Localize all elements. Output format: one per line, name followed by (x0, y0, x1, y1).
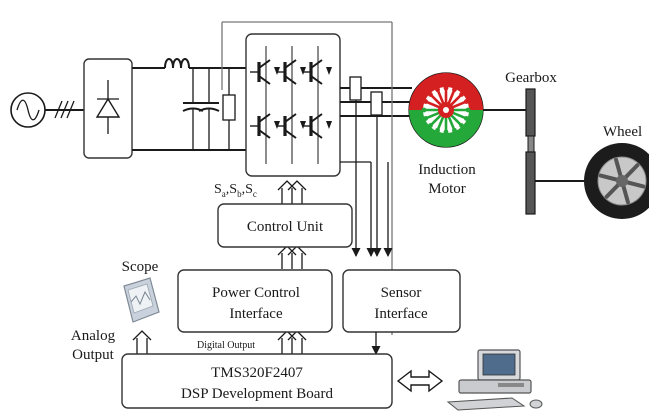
power-control-label-2: Interface (229, 306, 283, 322)
sensor-interface-label-2: Interface (374, 306, 428, 322)
sensor-interface-label-1: Sensor (381, 285, 422, 301)
rectifier-diode-icon (83, 58, 133, 159)
gearbox-shaft-icon (525, 88, 586, 215)
dsp-board-block: TMS320F2407 DSP Development Board (121, 353, 393, 409)
igbt-icon (245, 33, 341, 177)
power-control-interface-block: Power Control Interface (177, 269, 333, 333)
igbt-icon (250, 59, 280, 85)
control-unit-block: Control Unit (217, 203, 353, 248)
computer-icon (446, 349, 543, 411)
ac-source-icon (10, 92, 84, 128)
igbt-icon (276, 59, 306, 85)
scope-label: Scope (122, 259, 159, 275)
igbt-icon (302, 59, 332, 85)
switch-signal-label: Sa,Sb,Sc (214, 182, 257, 199)
igbt-icon (276, 113, 306, 139)
signal-arrows (132, 180, 307, 354)
dsp-board-label-2: DSP Development Board (181, 386, 333, 402)
igbt-icon (250, 113, 280, 139)
current-sensor-icon (222, 68, 236, 150)
wheel-icon (584, 143, 649, 219)
induction-motor-label-2: Motor (428, 181, 466, 197)
induction-motor-label-1: Induction (418, 162, 476, 178)
wheel-label: Wheel (603, 124, 642, 140)
oscilloscope-icon (123, 277, 160, 323)
control-unit-label: Control Unit (247, 219, 324, 235)
analog-output-label-1: Analog (71, 328, 116, 344)
gearbox-label: Gearbox (505, 70, 557, 86)
bidirectional-arrow-icon (396, 369, 444, 393)
digital-output-label: Digital Output (197, 340, 255, 351)
dsp-board-label-1: TMS320F2407 (211, 365, 303, 381)
current-sensor-icon (349, 76, 383, 116)
motor-icon (408, 72, 484, 148)
capacitor-icon (182, 68, 220, 150)
analog-output-label-2: Output (72, 347, 115, 363)
igbt-icon (302, 113, 332, 139)
inductor-icon (164, 58, 190, 69)
sensor-interface-block: Sensor Interface (342, 269, 461, 333)
power-control-label-1: Power Control (212, 285, 300, 301)
